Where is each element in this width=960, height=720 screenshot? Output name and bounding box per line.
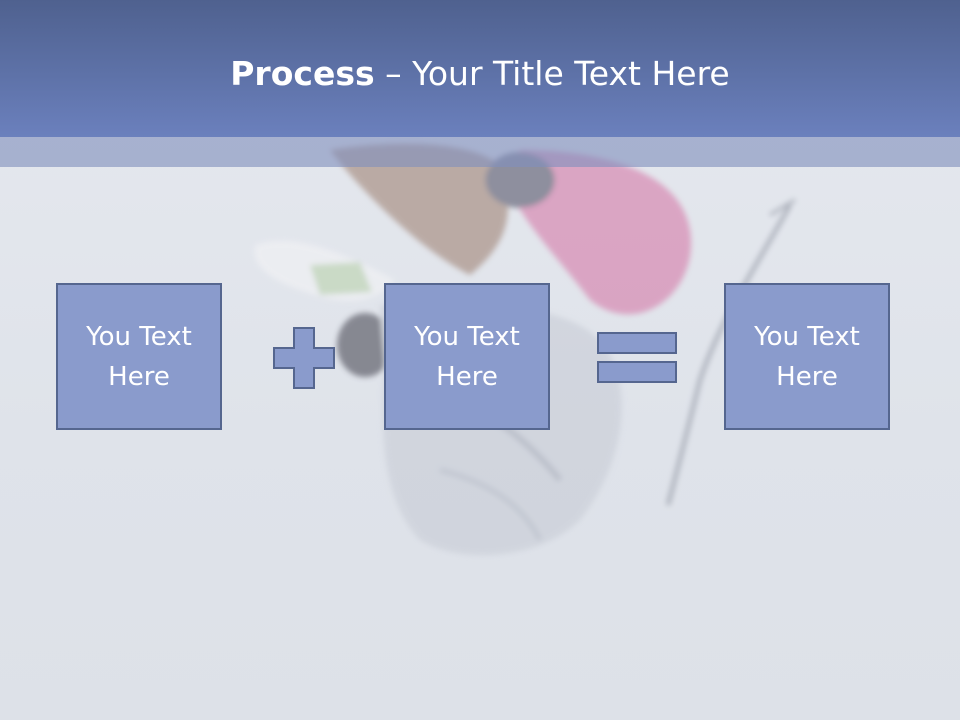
plus-icon	[273, 327, 335, 389]
process-box-label: You Text Here	[86, 321, 192, 392]
process-box-3[interactable]: You Text Here	[724, 283, 890, 430]
process-box-2[interactable]: You Text Here	[384, 283, 550, 430]
process-box-label: You Text Here	[754, 321, 860, 392]
title-bar-band	[0, 137, 960, 167]
process-box-label: You Text Here	[414, 321, 520, 392]
equals-icon	[597, 332, 677, 383]
title-bold: Process	[230, 54, 375, 93]
slide-title: Process – Your Title Text Here	[0, 52, 960, 96]
process-box-1[interactable]: You Text Here	[56, 283, 222, 430]
title-bar	[0, 0, 960, 137]
title-rest: – Your Title Text Here	[374, 54, 730, 93]
